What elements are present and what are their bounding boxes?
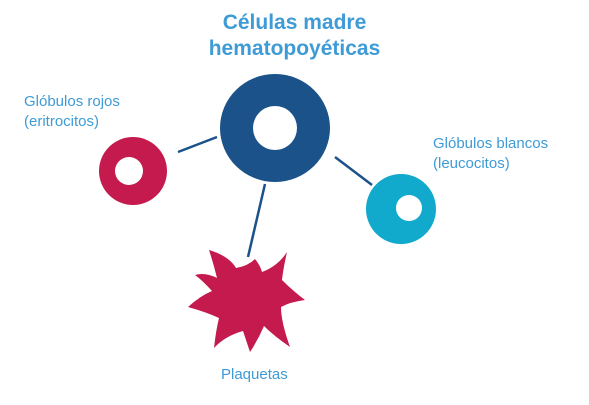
red-blood-cell (99, 137, 167, 205)
connector-stem-to-platelet (246, 183, 267, 258)
red-cells-label: Glóbulos rojos (eritrocitos) (24, 92, 120, 132)
stem-cell (220, 74, 330, 182)
connector-stem-to-white (334, 156, 373, 186)
diagram-title: Células madre hematopoyéticas (0, 10, 589, 62)
connector-stem-to-red (177, 135, 218, 154)
white-cells-label-line-1: Glóbulos blancos (433, 135, 549, 152)
platelet-cell (188, 250, 305, 352)
title-line-2: hematopoyéticas (208, 37, 381, 60)
platelets-label: Plaquetas (221, 366, 288, 383)
white-cells-label-line-2: (leucocitos) (433, 155, 510, 172)
red-cells-label-line-2: (eritrocitos) (24, 113, 100, 130)
white-cells-label: Glóbulos blancos (leucocitos) (433, 134, 548, 174)
white-blood-cell (366, 174, 436, 244)
red-cells-label-line-1: Glóbulos rojos (24, 93, 120, 110)
title-line-1: Células madre (222, 11, 367, 34)
